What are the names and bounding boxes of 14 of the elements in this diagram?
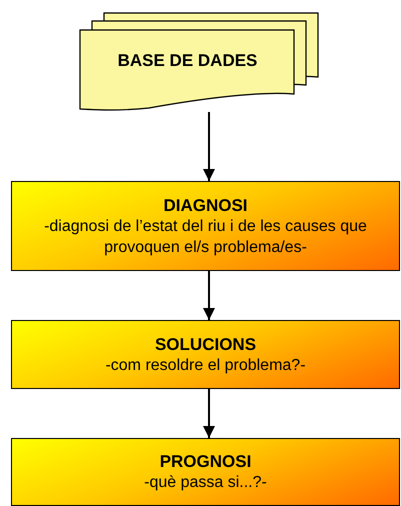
document-label: BASE DE DADES xyxy=(118,50,258,72)
box-heading: SOLUCIONS xyxy=(154,334,256,354)
box-description: -com resoldre el problema?- xyxy=(104,356,307,376)
box-heading: DIAGNOSI xyxy=(163,194,248,216)
arrow xyxy=(203,112,215,181)
box-heading: PROGNOSI xyxy=(160,451,252,472)
arrow xyxy=(203,271,215,320)
arrow xyxy=(203,389,215,438)
process-box xyxy=(11,438,400,506)
document-stack xyxy=(79,12,321,112)
box-description: -diagnosi de l’estat del riu i de les causes que provoquen el/s problema/es- xyxy=(43,216,368,258)
box-description: -què passa si...?- xyxy=(143,473,268,493)
process-box xyxy=(11,181,400,271)
process-box xyxy=(11,320,400,389)
